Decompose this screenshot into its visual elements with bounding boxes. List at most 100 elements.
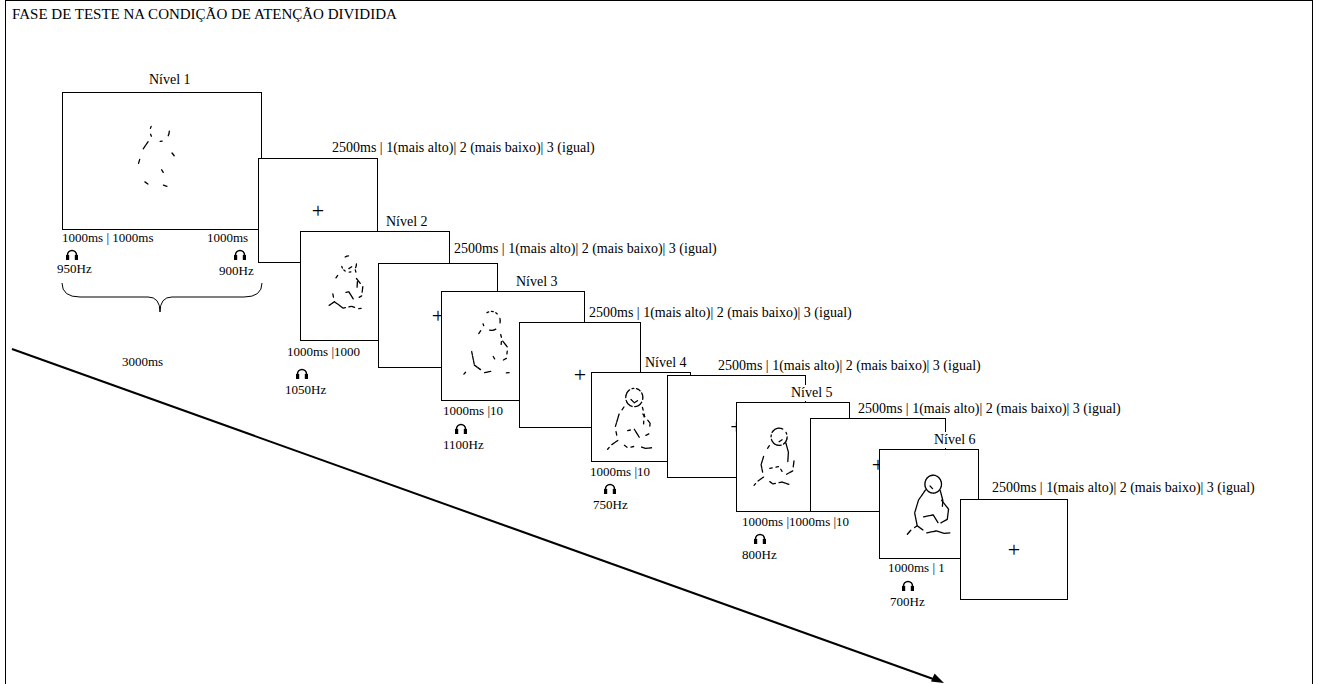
timing-label: 700Hz	[890, 595, 925, 610]
figure-stroke	[150, 126, 152, 128]
figure-stroke	[768, 446, 770, 449]
figure-stroke	[940, 491, 942, 494]
figure-stroke	[356, 285, 357, 287]
figure-stroke	[649, 423, 651, 426]
figure-stroke	[933, 475, 935, 477]
figure-stroke	[630, 405, 632, 407]
figure-stroke	[356, 264, 358, 266]
figure-stroke	[634, 401, 637, 403]
figure-stroke	[938, 490, 939, 491]
figure-stroke	[355, 266, 357, 268]
figure-stroke	[501, 342, 502, 345]
figure-stroke	[937, 520, 938, 522]
response-instruction: 2500ms | 1(mais alto)| 2 (mais baixo)| 3…	[588, 305, 853, 321]
figure-stroke	[787, 449, 789, 451]
response-instruction: 2500ms | 1(mais alto)| 2 (mais baixo)| 3…	[991, 480, 1256, 496]
figure-stroke	[786, 483, 789, 485]
figure-stroke	[761, 469, 763, 472]
figure-stroke	[361, 290, 363, 292]
figure-stroke	[947, 532, 950, 534]
figure-stroke	[490, 330, 492, 332]
figure-stroke	[172, 153, 174, 156]
figure-stroke	[641, 402, 642, 404]
figure-stroke	[493, 357, 494, 359]
figure-stroke	[921, 493, 923, 496]
figure-stroke	[772, 441, 773, 442]
figure-stroke	[774, 443, 775, 444]
figure-stroke	[780, 445, 782, 447]
figure-stroke	[471, 352, 473, 356]
timing-label: 750Hz	[593, 498, 628, 513]
response-instruction: 2500ms | 1(mais alto)| 2 (mais baixo)| 3…	[331, 140, 596, 156]
timing-label: 1000ms |10	[590, 465, 650, 480]
figure-stroke	[337, 304, 339, 306]
figure-stroke	[625, 396, 627, 398]
figure-stroke	[352, 306, 355, 308]
figure-stroke	[935, 475, 937, 477]
figure-stroke	[907, 532, 909, 534]
level-heading: Nível 1	[148, 72, 192, 88]
figure-stroke	[341, 267, 343, 269]
figure-stroke	[643, 414, 644, 417]
response-instruction: 2500ms | 1(mais alto)| 2 (mais baixo)| 3…	[717, 358, 982, 374]
figure-stroke	[499, 318, 501, 320]
figure-stroke	[642, 395, 644, 397]
figure-stroke	[617, 418, 618, 422]
figure-stroke	[773, 483, 775, 485]
figure-stroke	[761, 461, 763, 464]
figure-stroke	[787, 459, 788, 462]
figure-stroke	[356, 279, 358, 281]
figure-stroke	[777, 428, 779, 430]
figure-stroke	[503, 341, 505, 344]
figure-stroke	[168, 134, 170, 136]
figure-stroke	[916, 521, 918, 524]
figure-stroke	[646, 447, 649, 449]
duration-bracket	[62, 283, 262, 312]
figure-stroke	[352, 297, 353, 299]
figure-stroke	[632, 388, 634, 390]
figure-stroke	[143, 146, 145, 149]
fixation-cross: +	[961, 536, 1067, 561]
figure-stroke	[478, 368, 481, 370]
figure-stroke	[914, 513, 916, 516]
figure-stroke	[362, 287, 364, 289]
timing-label: 800Hz	[742, 548, 777, 563]
figure-stroke	[350, 294, 351, 296]
figure-stroke	[643, 414, 645, 416]
fragmented-figure	[317, 240, 375, 324]
timing-label: 1100Hz	[443, 438, 484, 453]
figure-stroke	[786, 446, 788, 448]
figure-stroke	[359, 308, 361, 310]
figure-stroke	[631, 446, 634, 448]
figure-stroke	[464, 372, 466, 374]
figure-stroke	[927, 477, 928, 478]
figure-stroke	[782, 481, 785, 483]
figure-stroke	[487, 311, 489, 313]
figure-stroke	[634, 429, 635, 431]
stimulus-frame: Nível 1	[62, 92, 262, 230]
figure-stroke	[941, 497, 943, 500]
figure-stroke	[346, 291, 348, 293]
figure-stroke	[931, 475, 933, 477]
fragmented-figure	[119, 105, 193, 203]
fixation-cross: +	[259, 197, 377, 222]
figure-stroke	[947, 513, 949, 516]
figure-stroke	[930, 514, 933, 516]
figure-stroke	[936, 531, 939, 532]
figure-stroke	[162, 170, 164, 173]
figure-stroke	[642, 407, 644, 410]
figure-stroke	[924, 482, 926, 484]
figure-stroke	[931, 492, 933, 494]
figure-stroke	[788, 452, 789, 455]
figure-stroke	[920, 528, 923, 530]
figure-stroke	[947, 516, 949, 519]
headphone-icon	[902, 582, 914, 591]
figure-stroke	[359, 296, 362, 297]
figure-stroke	[787, 456, 788, 459]
figure-stroke	[474, 365, 477, 367]
figure-stroke	[786, 439, 788, 441]
figure-stroke	[615, 440, 618, 442]
timing-label: 1000ms |1000	[287, 345, 360, 360]
figure-stroke	[625, 393, 627, 395]
figure-stroke	[473, 361, 475, 365]
